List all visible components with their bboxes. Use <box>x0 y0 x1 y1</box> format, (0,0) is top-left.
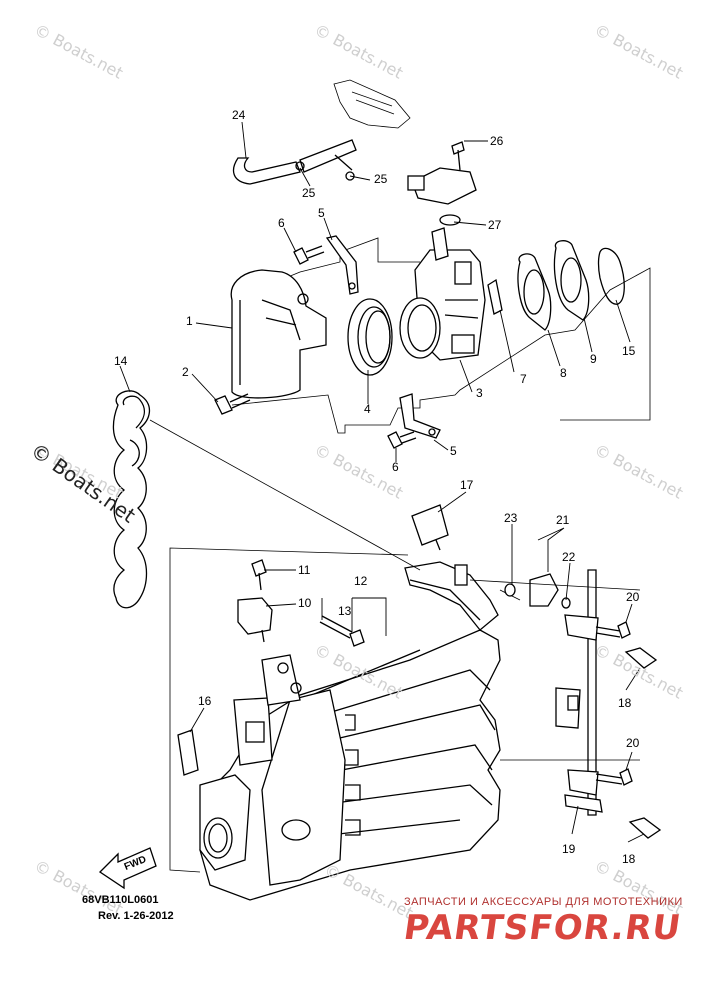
brand-logo: PARTSFOR.RU <box>401 908 684 948</box>
gasket-part-9 <box>553 240 590 321</box>
callout-label: 20 <box>626 590 640 604</box>
diagram-code: 68VB110L0601 <box>82 894 159 906</box>
sensor-part-10 <box>237 559 273 643</box>
callout-label: 23 <box>504 511 518 525</box>
intake-manifold-part-12 <box>199 561 501 901</box>
callout-label: 1 <box>186 314 193 328</box>
intake-cover-part <box>230 269 327 399</box>
callout-label: 25 <box>374 172 388 186</box>
revision-label: Rev. 1-26-2012 <box>98 910 174 922</box>
gasket-part-8 <box>517 253 552 331</box>
callout-label: 11 <box>298 563 311 577</box>
callout-label: 16 <box>198 694 212 708</box>
callout-label: 17 <box>460 478 474 492</box>
callout-label: 12 <box>354 574 368 588</box>
callout-label: 4 <box>364 402 371 416</box>
bolt-part-6 <box>293 245 417 449</box>
seal-ring-part-4 <box>347 298 393 376</box>
callout-label: 7 <box>520 372 527 386</box>
callout-label: 18 <box>618 696 632 710</box>
callout-label: 26 <box>490 134 504 148</box>
callout-label: 20 <box>626 736 640 750</box>
bolt-part-20 <box>595 621 633 786</box>
bolt-part-2 <box>214 393 251 415</box>
engine-fragment <box>333 79 411 129</box>
callout-label: 3 <box>476 386 483 400</box>
callout-label: 8 <box>560 366 567 380</box>
brand-tagline: ЗАПЧАСТИ И АКСЕССУАРЫ ДЛЯ МОТОТЕХНИКИ <box>404 896 683 908</box>
callout-label: 25 <box>302 186 316 200</box>
callout-label: 6 <box>392 460 399 474</box>
clip-part-18 <box>624 647 662 839</box>
callout-label: 24 <box>232 108 246 122</box>
sensor-part-17 <box>411 504 449 551</box>
callout-label: 9 <box>590 352 597 366</box>
guide-lines <box>149 419 641 761</box>
callout-label: 22 <box>562 550 576 564</box>
callout-label: 14 <box>114 354 128 368</box>
fwd-arrow-icon <box>98 847 157 890</box>
callout-label: 13 <box>338 604 352 618</box>
callout-label: 10 <box>298 596 312 610</box>
gasket-part-7 <box>487 278 503 315</box>
gasket-part-14 <box>112 390 151 609</box>
callout-label: 2 <box>182 365 189 379</box>
callout-label: 19 <box>562 842 576 856</box>
bracket-part-5 <box>325 235 441 439</box>
callout-label: 5 <box>450 444 457 458</box>
fuel-rail-part-19 <box>555 569 603 816</box>
gasket-part-16 <box>177 729 199 776</box>
hose-part-24 <box>232 139 357 185</box>
callout-label: 18 <box>622 852 636 866</box>
o-ring-part-15 <box>597 247 625 305</box>
callout-label: 6 <box>278 216 285 230</box>
injector-part-21 <box>504 573 571 609</box>
bolt-part-13 <box>319 615 365 647</box>
throttle-body-part-3 <box>399 227 486 361</box>
callout-label: 21 <box>556 513 570 527</box>
callout-label: 15 <box>622 344 636 358</box>
callout-label: 5 <box>318 206 325 220</box>
leader-lines <box>119 121 645 843</box>
sensor-part-26 <box>407 141 477 226</box>
callout-label: 27 <box>488 218 502 232</box>
